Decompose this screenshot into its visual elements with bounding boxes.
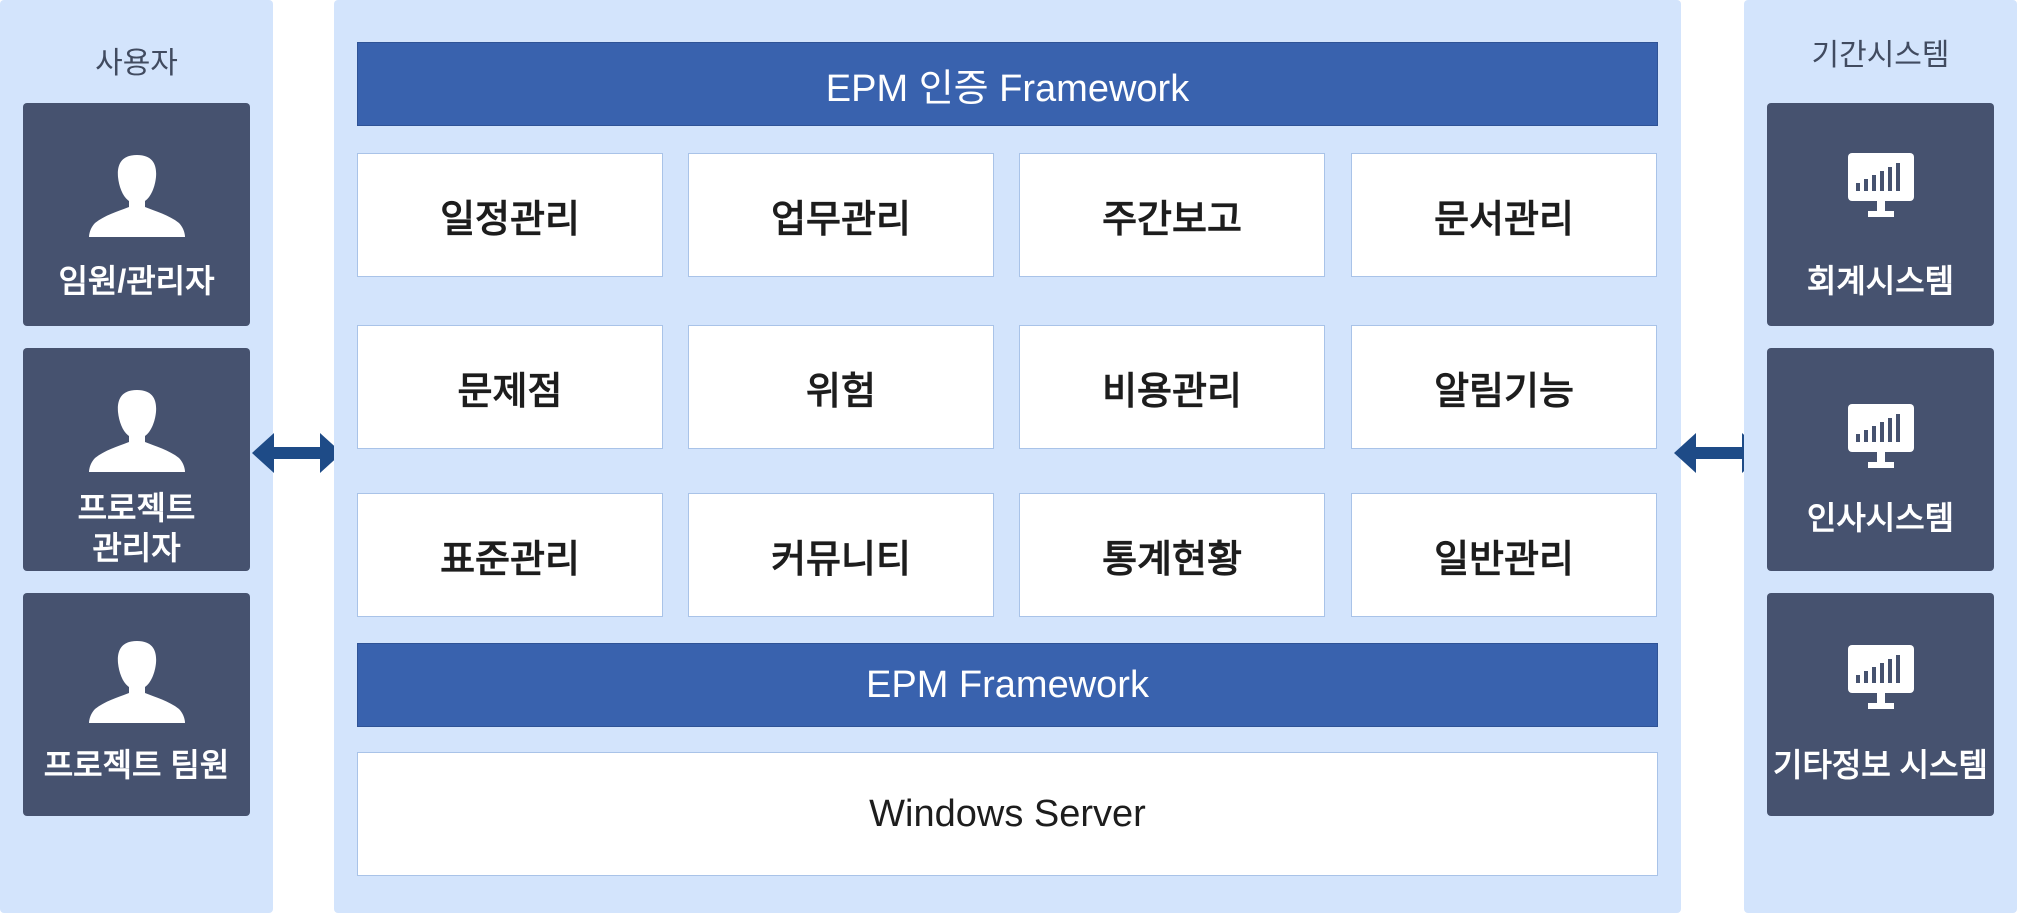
monitor-chart-icon xyxy=(1847,645,1914,709)
user-card-executive: 임원/관리자 xyxy=(23,103,250,326)
system-card-accounting: 회계시스템 xyxy=(1767,103,1994,326)
systems-panel: 기간시스템 회계시스템 인사시스템 xyxy=(1744,0,2017,913)
module-standard: 표준관리 xyxy=(357,493,663,617)
module-statistics: 통계현황 xyxy=(1019,493,1325,617)
module-task: 업무관리 xyxy=(688,153,994,277)
bidirectional-arrow-icon xyxy=(1674,433,1764,473)
module-community: 커뮤니티 xyxy=(688,493,994,617)
epm-framework-bar: EPM Framework xyxy=(357,643,1658,727)
system-card-label: 기타정보 시스템 xyxy=(1773,747,1988,783)
user-card-label: 임원/관리자 xyxy=(58,263,215,299)
person-icon xyxy=(88,641,185,723)
module-notification: 알림기능 xyxy=(1351,325,1657,449)
module-issue: 문제점 xyxy=(357,325,663,449)
monitor-chart-icon xyxy=(1847,404,1914,468)
user-card-team-member: 프로젝트 팀원 xyxy=(23,593,250,816)
user-card-label-line1: 프로젝트 xyxy=(77,490,196,526)
module-weekly-report: 주간보고 xyxy=(1019,153,1325,277)
module-cost: 비용관리 xyxy=(1019,325,1325,449)
system-card-label: 인사시스템 xyxy=(1806,500,1955,536)
user-card-label: 프로젝트 팀원 xyxy=(43,747,230,783)
bidirectional-arrow-icon xyxy=(252,433,342,473)
users-title: 사용자 xyxy=(95,47,178,80)
user-card-project-manager: 프로젝트 관리자 xyxy=(23,348,250,571)
module-risk: 위험 xyxy=(688,325,994,449)
person-icon xyxy=(88,390,185,472)
person-icon xyxy=(88,155,185,237)
epm-auth-framework-bar: EPM 인증 Framework xyxy=(357,42,1658,126)
module-general: 일반관리 xyxy=(1351,493,1657,617)
system-card-hr: 인사시스템 xyxy=(1767,348,1994,571)
monitor-chart-icon xyxy=(1847,153,1914,217)
module-schedule: 일정관리 xyxy=(357,153,663,277)
system-card-other-info: 기타정보 시스템 xyxy=(1767,593,1994,816)
module-document: 문서관리 xyxy=(1351,153,1657,277)
systems-title: 기간시스템 xyxy=(1811,39,1950,72)
users-panel: 사용자 임원/관리자 프로젝트 관리자 프로젝트 팀원 xyxy=(0,0,273,913)
windows-server-box: Windows Server xyxy=(357,752,1658,876)
system-card-label: 회계시스템 xyxy=(1806,263,1955,299)
user-card-label-line2: 관리자 xyxy=(92,530,181,566)
